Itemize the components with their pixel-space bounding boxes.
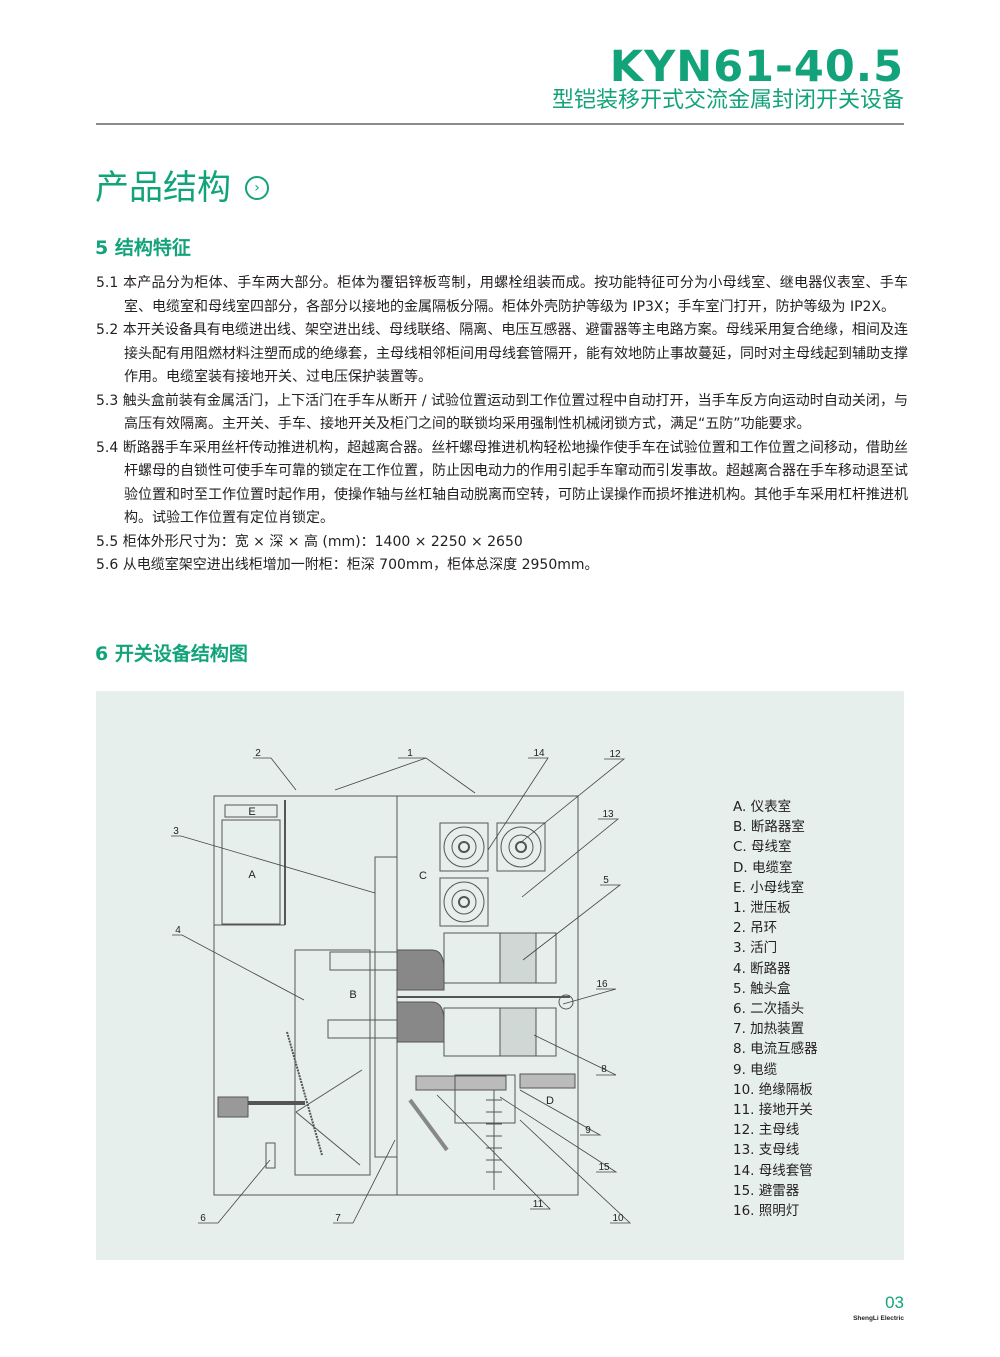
feature-item: 5.2 本开关设备具有电缆进出线、架空进出线、母线联络、隔离、电压互感器、避雷器… [96,322,908,385]
legend-item: 2. 吊环 [733,920,778,937]
callout-5: 5 [603,875,609,886]
feature-item: 5.5 柜体外形尺寸为：宽 × 深 × 高 (mm)：1400 × 2250 ×… [96,533,523,550]
features-list: 5.1 本产品分为柜体、手车两大部分。柜体为覆铝锌板弯制，用螺栓组装而成。按功能… [96,272,908,578]
legend-item: B. 断路器室 [733,819,805,836]
legend-item: 14. 母线套管 [733,1162,813,1179]
leader-lines [171,757,632,1224]
callout-4: 4 [175,925,181,936]
compartment-a-box [221,819,281,925]
legend-item: 16. 照明灯 [733,1203,800,1220]
legend-item: 3. 活门 [733,940,778,957]
callout-11: 11 [533,1199,544,1210]
legend-item: 4. 断路器 [733,960,791,977]
legend-item: E. 小母线室 [733,879,805,896]
callout-9: 9 [585,1125,591,1136]
legend-item: C. 母线室 [733,839,792,856]
callout-1: 1 [407,748,413,759]
callout-2: 2 [255,748,261,759]
legend-item: 15. 避雷器 [733,1182,800,1199]
callout-7: 7 [335,1213,341,1224]
callout-6: 6 [200,1213,206,1224]
product-subtitle: 型铠装移开式交流金属封闭开关设备 [551,88,904,113]
section-title: 产品结构 › [95,168,269,208]
page-number: 03 [885,1293,904,1312]
product-model: KYN61-40.5 [609,42,904,92]
legend-item: 5. 触头盒 [733,980,791,997]
callout-12: 12 [609,749,621,760]
brand-name: ShengLi Electric [853,1315,904,1322]
diagram-legend: A. 仪表室 B. 断路器室 C. 母线室 D. 电缆室 E. 小母线室 1. … [733,797,818,1221]
compartment-a-label: A [248,869,256,881]
callout-13: 13 [602,809,614,820]
legend-item: 6. 二次插头 [733,1001,805,1018]
callout-10: 10 [612,1213,624,1224]
callout-3: 3 [173,826,179,837]
compartment-c-label: C [419,870,427,882]
structure-diagram-panel: 1 2 3 4 5 6 7 8 9 10 11 12 13 14 15 16 A… [96,691,904,1260]
features-heading: 5 结构特征 [95,237,191,259]
cabinet-outline [213,795,579,1196]
legend-item: 13. 支母线 [733,1142,800,1159]
legend-item: A. 仪表室 [733,799,792,815]
legend-item: 7. 加热装置 [733,1021,805,1038]
legend-item: D. 电缆室 [733,859,793,876]
callout-16: 16 [596,979,608,990]
feature-item: 5.6 从电缆室架空进出线柜增加一附柜：柜深 700mm，柜体总深度 2950m… [96,557,599,573]
legend-item: 8. 电流互感器 [733,1041,818,1058]
compartment-b-label: B [349,989,356,1001]
callout-15: 15 [598,1162,610,1173]
header-divider [96,123,904,125]
feature-item: 5.3 触头盒前装有金属活门，上下活门在手车从断开 / 试验位置运动到工作位置过… [96,392,908,433]
compartment-d-label: D [546,1095,554,1107]
callout-14: 14 [533,748,545,759]
feature-item: 5.1 本产品分为柜体、手车两大部分。柜体为覆铝锌板弯制，用螺栓组装而成。按功能… [96,275,908,315]
diagram-heading: 6 开关设备结构图 [95,643,248,665]
feature-item: 5.4 断路器手车采用丝杆传动推进机构，超越离合器。丝杆螺母推进机构轻松地操作使… [96,439,908,527]
callout-8: 8 [601,1064,607,1075]
compartment-e-label: E [248,806,255,818]
callout-labels: 1 2 3 4 5 6 7 8 9 10 11 12 13 14 15 16 A… [173,748,624,1224]
legend-item: 9. 电缆 [733,1061,778,1078]
legend-item: 12. 主母线 [733,1122,800,1139]
legend-item: 10. 绝缘隔板 [733,1081,813,1098]
section-title-text: 产品结构 [95,168,231,208]
legend-item: 11. 接地开关 [733,1102,813,1119]
switchgear-drawing: 1 2 3 4 5 6 7 8 9 10 11 12 13 14 15 16 A… [171,748,632,1224]
legend-item: 1. 泄压板 [733,900,791,917]
chevron-right-circle-icon: › [245,176,269,200]
